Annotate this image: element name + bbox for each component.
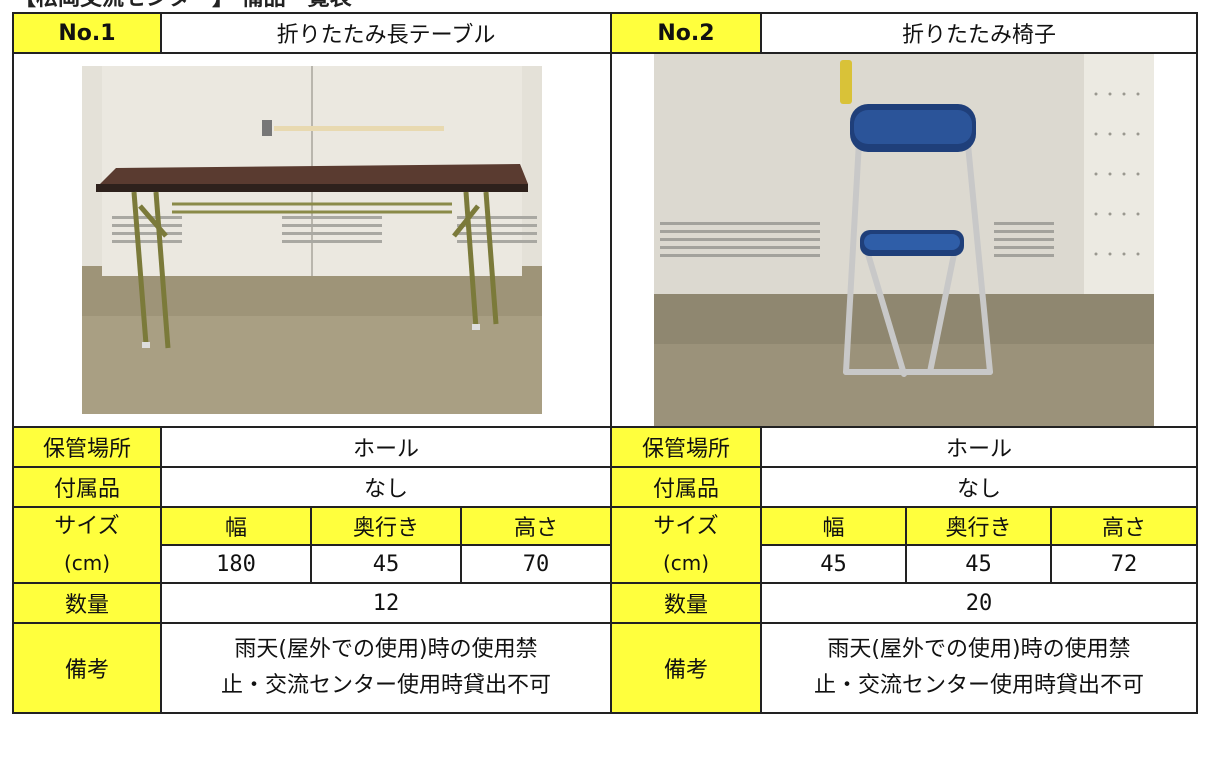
remarks-label: 備考 — [610, 622, 762, 714]
accessories-value: なし — [759, 466, 1199, 508]
width-value: 45 — [760, 544, 907, 584]
quantity-value: 20 — [759, 582, 1199, 624]
location-value: ホール — [759, 426, 1199, 468]
size-unit: (cm) — [662, 551, 710, 575]
remarks-value: 雨天(屋外での使用)時の使用禁 止・交流センター使用時貸出不可 — [160, 622, 612, 714]
spec-table-2: No.2 折りたたみ椅子 — [609, 12, 1199, 714]
item-number: No.1 — [12, 12, 162, 54]
height-value: 72 — [1049, 544, 1199, 584]
item-name: 折りたたみ長テーブル — [160, 12, 612, 54]
page-title: 【松岡交流センター】 備品一覧表 — [14, 0, 352, 11]
size-label-text: サイズ — [653, 514, 719, 539]
size-unit: (cm) — [63, 551, 111, 575]
width-value: 180 — [160, 544, 312, 584]
quantity-label: 数量 — [610, 582, 762, 624]
remarks-value: 雨天(屋外での使用)時の使用禁 止・交流センター使用時貸出不可 — [759, 622, 1199, 714]
size-label: サイズ (cm) — [610, 506, 762, 584]
item-name: 折りたたみ椅子 — [759, 12, 1199, 54]
depth-header: 奥行き — [905, 506, 1052, 546]
folding-chair-photo — [654, 55, 1154, 425]
equipment-card-1: No.1 折りたたみ長テーブル — [12, 12, 612, 778]
depth-header: 奥行き — [310, 506, 462, 546]
remarks-line: 止・交流センター使用時貸出不可 — [220, 673, 551, 698]
item-number: No.2 — [610, 12, 762, 54]
quantity-value: 12 — [160, 582, 612, 624]
remarks-line: 雨天(屋外での使用)時の使用禁 — [827, 637, 1131, 662]
equipment-card-2: No.2 折りたたみ椅子 — [609, 12, 1199, 778]
height-header: 高さ — [460, 506, 612, 546]
remarks-line: 雨天(屋外での使用)時の使用禁 — [234, 637, 538, 662]
size-label-text: サイズ — [54, 514, 120, 539]
spec-table-1: No.1 折りたたみ長テーブル — [12, 12, 612, 714]
height-header: 高さ — [1049, 506, 1199, 546]
size-label: サイズ (cm) — [12, 506, 162, 584]
remarks-label: 備考 — [12, 622, 162, 714]
location-label: 保管場所 — [610, 426, 762, 468]
location-value: ホール — [160, 426, 612, 468]
item-photo-cell — [12, 52, 612, 428]
remarks-line: 止・交流センター使用時貸出不可 — [814, 673, 1145, 698]
quantity-label: 数量 — [12, 582, 162, 624]
folding-table-photo — [82, 66, 542, 414]
item-photo-cell — [609, 52, 1199, 428]
accessories-label: 付属品 — [12, 466, 162, 508]
location-label: 保管場所 — [12, 426, 162, 468]
height-value: 70 — [460, 544, 612, 584]
depth-value: 45 — [310, 544, 462, 584]
equipment-sheet: No.1 折りたたみ長テーブル — [12, 12, 1199, 778]
width-header: 幅 — [760, 506, 907, 546]
accessories-label: 付属品 — [610, 466, 762, 508]
depth-value: 45 — [905, 544, 1052, 584]
width-header: 幅 — [160, 506, 312, 546]
accessories-value: なし — [160, 466, 612, 508]
